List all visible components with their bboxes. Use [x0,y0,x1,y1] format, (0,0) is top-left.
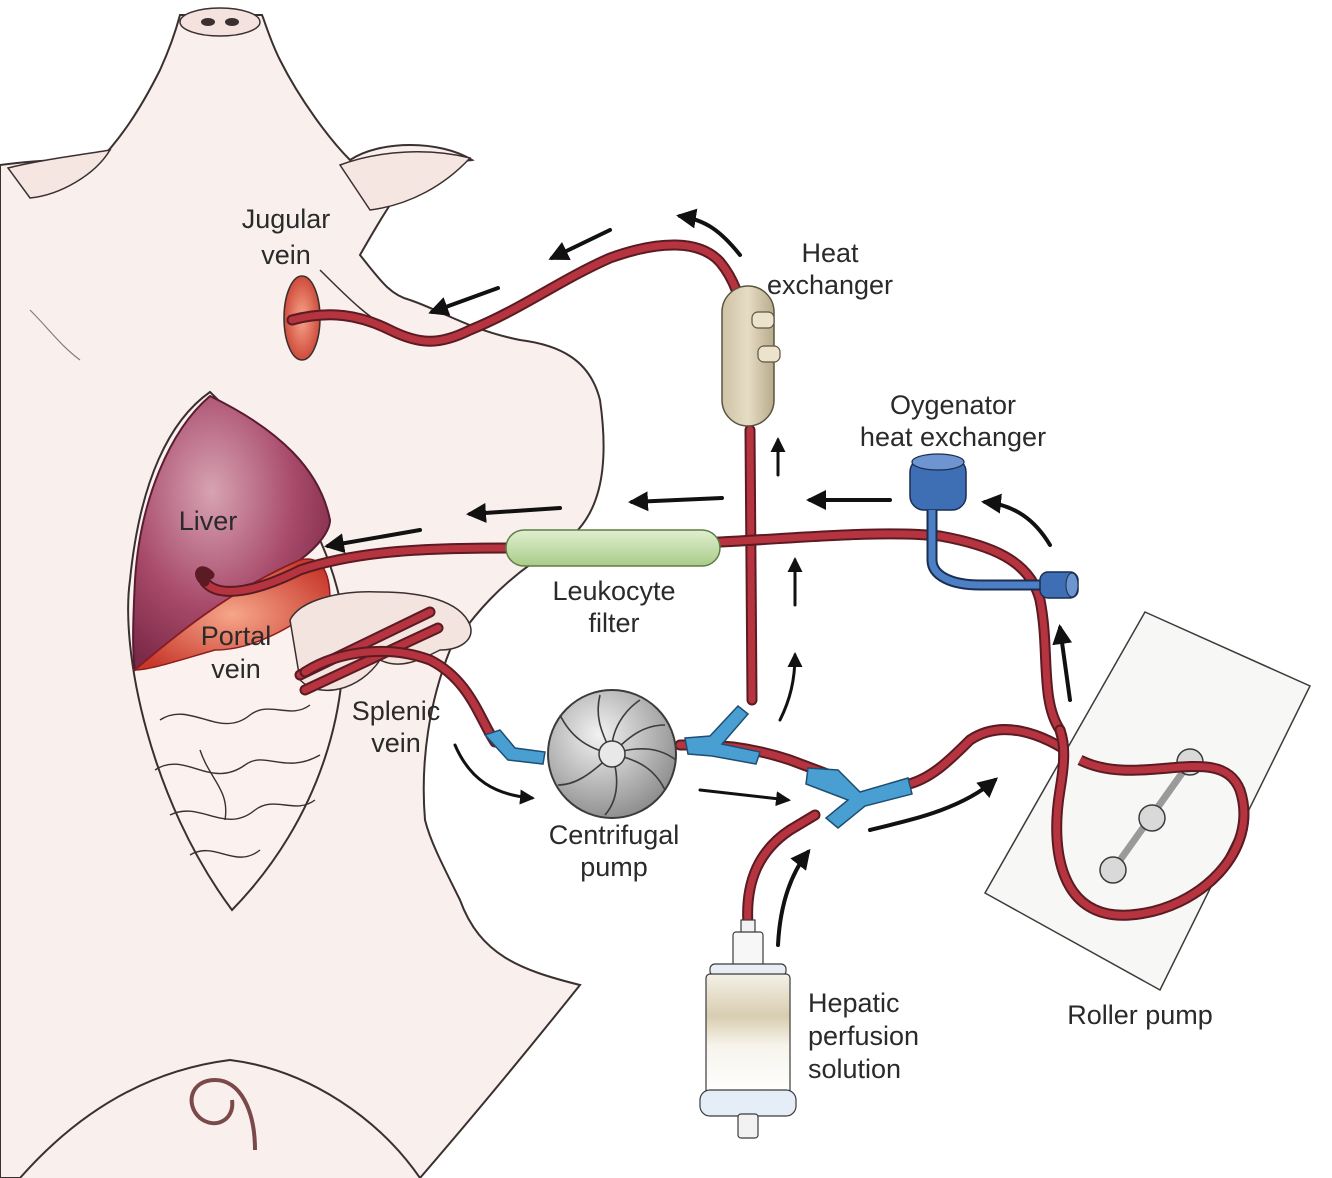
centrifugal-pump[interactable] [548,690,676,818]
label-heat-exchanger-2: exchanger [767,270,893,300]
label-hepatic-solution-1: Hepatic [808,988,900,1018]
label-portal-vein-1: Portal [201,621,272,651]
label-hepatic-solution-3: solution [808,1054,901,1084]
nostril-left [201,18,215,26]
label-splenic-vein-1: Splenic [352,696,441,726]
label-heat-exchanger-1: Heat [801,238,859,268]
heat-exchanger[interactable] [722,286,780,426]
label-leukocyte-filter-1: Leukocyte [552,576,675,606]
label-oxygenator-1: Oygenator [890,390,1016,420]
arrow-roller-up [1060,628,1070,700]
label-roller-pump: Roller pump [1067,1000,1213,1030]
label-centrifugal-pump-1: Centrifugal [549,820,680,850]
arrow-pump-out [700,790,788,800]
arrow-filter-2 [632,498,722,502]
label-jugular-vein-1: Jugular [242,204,331,234]
label-oxygenator-2: heat exchanger [860,422,1046,452]
arrow-jugular-1 [552,230,610,258]
label-portal-vein-2: vein [211,654,261,684]
leukocyte-filter[interactable] [506,530,720,566]
arrow-up-3 [780,655,795,720]
snout [180,8,260,36]
label-liver: Liver [179,506,238,536]
y-connector-lower [806,768,912,828]
label-jugular-vein-2: vein [261,240,311,270]
arrow-solution [778,852,808,945]
label-leukocyte-filter-2: filter [588,608,639,638]
hepatic-solution-bottle[interactable] [700,920,796,1138]
label-centrifugal-pump-2: pump [580,852,648,882]
oxygenator[interactable] [910,454,1078,598]
y-connector-upper [685,706,760,764]
arrow-oxy [985,502,1050,545]
label-splenic-vein-2: vein [371,728,421,758]
arrow-jugular-2 [432,288,498,312]
nostril-right [225,18,239,26]
roller-pump[interactable] [985,612,1310,990]
label-hepatic-solution-2: perfusion [808,1021,919,1051]
